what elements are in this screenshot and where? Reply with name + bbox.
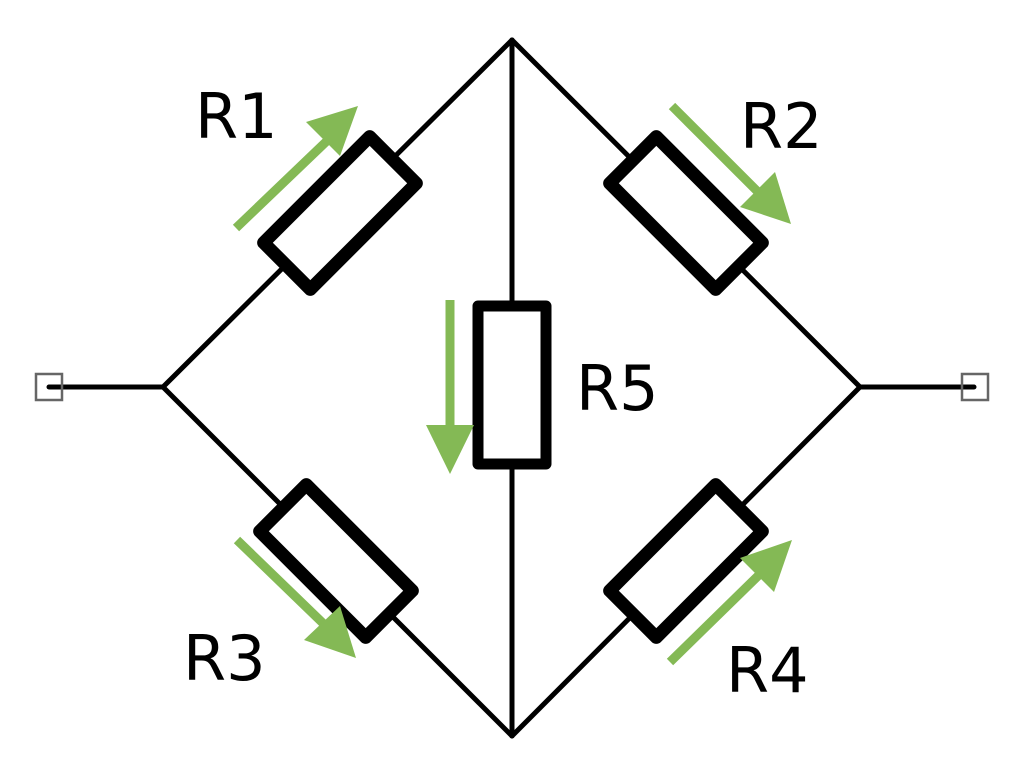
resistor-r4[interactable]	[603, 478, 769, 644]
resistor-r5[interactable]	[472, 300, 552, 470]
current-arrow-r3-icon	[233, 536, 356, 658]
terminal-right[interactable]	[960, 372, 990, 402]
current-arrow-r4-icon	[666, 540, 792, 666]
resistor-r3[interactable]	[253, 478, 419, 644]
label-r3: R3	[183, 622, 266, 695]
label-r2: R2	[740, 90, 823, 163]
current-arrow-r2-icon	[668, 102, 791, 224]
label-r4: R4	[726, 634, 809, 707]
resistor-r1[interactable]	[257, 130, 423, 296]
current-arrow-r1-icon	[232, 106, 358, 232]
current-arrow-r5-icon	[426, 300, 474, 474]
label-r5: R5	[576, 352, 659, 425]
resistor-r2[interactable]	[603, 130, 769, 296]
terminal-left[interactable]	[34, 372, 64, 402]
label-r1: R1	[195, 80, 278, 153]
